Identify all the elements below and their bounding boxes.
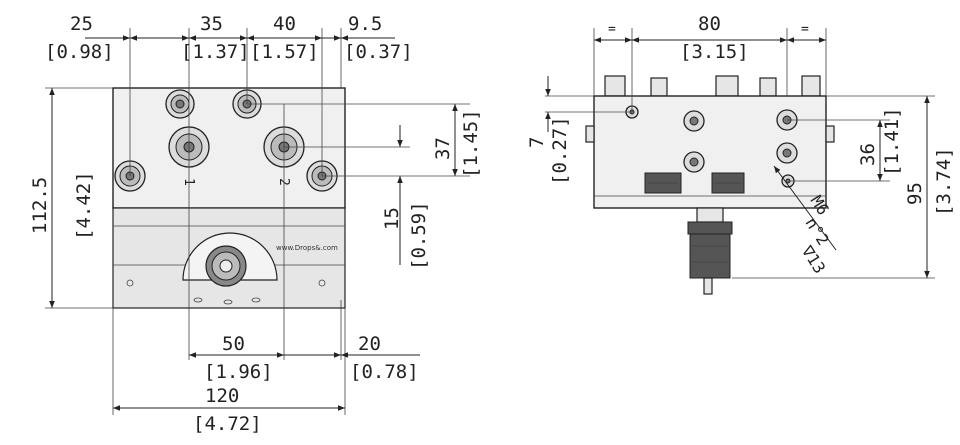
dim-eq-left: = xyxy=(608,22,616,37)
front-body-upper xyxy=(112,87,346,209)
dim-80-in: [3.15] xyxy=(680,41,749,63)
dim-112-5: 112.5 xyxy=(29,177,51,234)
dim-36: 36 xyxy=(857,143,879,166)
port-label-1: 1 xyxy=(181,178,196,186)
dim-80: 80 xyxy=(698,13,721,35)
side-connector xyxy=(689,233,731,279)
dim-9-5: 9.5 xyxy=(348,13,382,35)
dim-37: 37 xyxy=(432,137,454,160)
dim-20: 20 xyxy=(358,333,381,355)
dim-120-in: [4.72] xyxy=(193,413,262,435)
dim-15-in: [0.59] xyxy=(408,201,430,270)
dim-50-in: [1.96] xyxy=(204,361,273,383)
thread-note-depth: ∇13 xyxy=(797,241,829,276)
dim-15: 15 xyxy=(381,207,403,230)
dim-35: 35 xyxy=(200,13,223,35)
dim-36-in: [1.41] xyxy=(881,107,903,176)
side-view: = = 80 [3.15] 7 [0.27] 36 [1.41] 95 [3.7… xyxy=(526,13,955,295)
dim-120: 120 xyxy=(205,385,239,407)
dim-95: 95 xyxy=(904,182,926,205)
dim-95-in: [3.74] xyxy=(933,147,955,216)
logo-text: www.Drops&.com xyxy=(276,244,338,252)
dim-7: 7 xyxy=(526,137,548,148)
dim-40: 40 xyxy=(273,13,296,35)
dim-eq-right: = xyxy=(801,22,809,37)
dim-9-5-in: [0.37] xyxy=(344,41,413,63)
dim-25-in: [0.98] xyxy=(45,41,114,63)
dim-37-in: [1.45] xyxy=(460,109,482,178)
dim-7-in: [0.27] xyxy=(549,116,571,185)
thread-note-count: n°2 xyxy=(802,214,833,249)
dim-40-in: [1.57] xyxy=(250,41,319,63)
dim-35-in: [1.37] xyxy=(181,41,250,63)
port-label-2: 2 xyxy=(276,178,291,186)
dim-20-in: [0.78] xyxy=(350,361,419,383)
dim-50: 50 xyxy=(222,333,245,355)
front-port-top-left xyxy=(165,89,195,119)
dim-112-5-in: [4.42] xyxy=(73,171,95,240)
dim-25: 25 xyxy=(70,13,93,35)
front-view: 1 2 www.Drops&.com 25 [0.98] 35 [1.37] 4… xyxy=(29,13,482,435)
